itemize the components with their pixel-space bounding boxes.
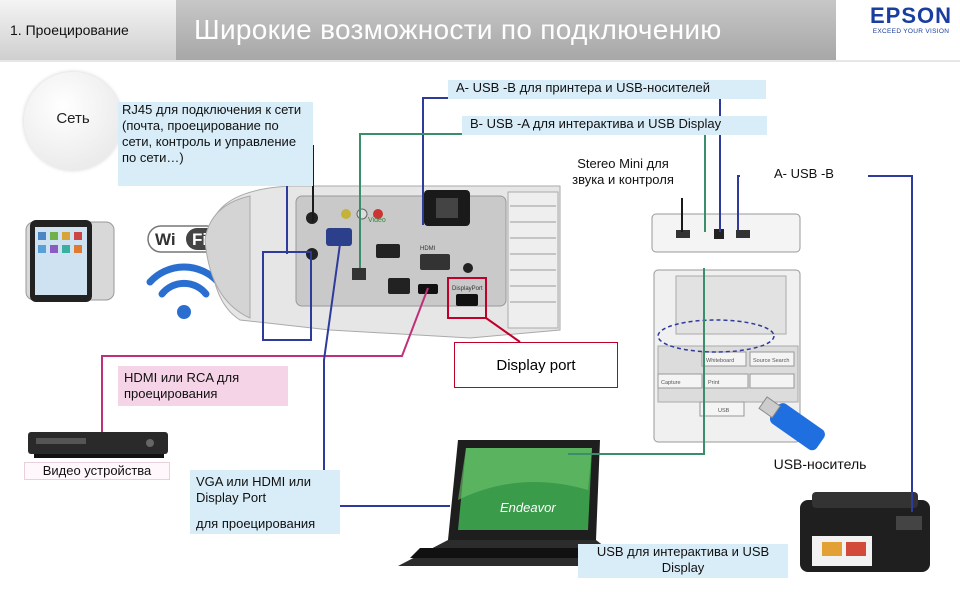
panel-video-text: Video bbox=[368, 217, 386, 224]
laptop-icon: Endeavor bbox=[398, 440, 630, 566]
usb-stick-icon bbox=[758, 396, 825, 451]
svg-text:Wi: Wi bbox=[155, 230, 176, 249]
wifi-signal-icon bbox=[146, 263, 222, 319]
usb-ab-callout: A- USB -B bbox=[740, 166, 868, 184]
logo-tagline: EXCEED YOUR VISION bbox=[872, 28, 950, 35]
stereo-callout: Stereo Mini для звука и контроля bbox=[563, 156, 683, 198]
printer-icon bbox=[800, 492, 930, 572]
panel-print-text: Print bbox=[708, 380, 720, 386]
tablet-icon bbox=[25, 220, 115, 302]
laptop-brand-text: Endeavor bbox=[500, 500, 556, 515]
interactive-unit: Whiteboard Source Search Capture Print U… bbox=[651, 213, 801, 443]
vga-callout: VGA или HDMI или Display Port для проеци… bbox=[190, 470, 340, 534]
usb-ab-printer-callout: A- USB -B для принтера и USB-носителей bbox=[448, 80, 766, 99]
usb-ba-callout: B- USB -A для интерактива и USB Display bbox=[462, 116, 767, 135]
vga-callout-main: VGA или HDMI или Display Port bbox=[196, 474, 312, 505]
logo-brand: EPSON bbox=[869, 3, 953, 28]
video-devices-callout: Видео устройства bbox=[24, 462, 170, 480]
svg-text:Fi: Fi bbox=[192, 230, 207, 249]
rj45-callout: RJ45 для подключения к сети (почта, прое… bbox=[118, 102, 313, 186]
panel-hdmi-text: HDMI bbox=[420, 246, 436, 252]
header-divider bbox=[0, 60, 960, 62]
title-bar: Широкие возможности по подключению bbox=[176, 0, 836, 60]
display-port-callout: Display port bbox=[454, 342, 618, 388]
network-circle: Сеть bbox=[24, 72, 122, 170]
section-tab[interactable]: 1. Проецирование bbox=[0, 0, 177, 60]
panel-usb-text: USB bbox=[718, 408, 730, 414]
section-tab-label: 1. Проецирование bbox=[10, 22, 129, 38]
usb-interactive-callout: USB для интерактива и USB Display bbox=[578, 544, 788, 578]
panel-source-text: Source Search bbox=[753, 358, 789, 364]
page-title: Широкие возможности по подключению bbox=[194, 14, 722, 45]
panel-capture-text: Capture bbox=[661, 380, 681, 386]
vga-callout-sub: для проецирования bbox=[196, 516, 316, 531]
displayport-highlight bbox=[447, 277, 487, 319]
video-device-icon bbox=[28, 432, 168, 458]
projector-illustration: Video HDMI DisplayPort bbox=[204, 185, 561, 339]
network-label: Сеть bbox=[56, 110, 90, 127]
hdmi-rca-callout: HDMI или RCA для проецирования bbox=[118, 366, 288, 406]
epson-logo: EPSON EXCEED YOUR VISION bbox=[866, 4, 956, 44]
panel-whiteboard-text: Whiteboard bbox=[706, 358, 734, 364]
usb-stick-callout: USB-носитель bbox=[773, 456, 867, 472]
panel-dp-text: DisplayPort bbox=[452, 286, 483, 292]
